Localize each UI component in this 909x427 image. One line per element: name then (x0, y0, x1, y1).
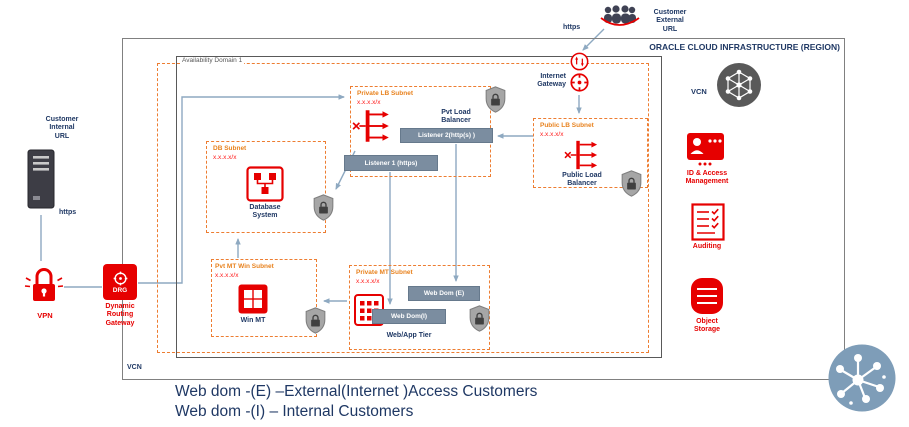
region-title: ORACLE CLOUD INFRASTRUCTURE (REGION) (649, 42, 840, 52)
caption-web-dom-internal: Web dom -(I) – Internal Customers (175, 403, 414, 420)
server-tower-icon (27, 149, 55, 209)
auditing-label: Auditing (692, 243, 722, 250)
internet-gateway-arrows-icon (570, 52, 589, 71)
public-load-balancer-label: Public Load Balancer (562, 172, 602, 188)
pvt-mt-win-subnet-name: Pvt MT Win Subnet (215, 263, 274, 270)
caption-web-dom-external: Web dom -(E) –External(Internet )Access … (175, 383, 538, 400)
private-load-balancer-icon (351, 107, 393, 145)
listener2-node: Listener 2(http(s) ) (400, 128, 493, 143)
drg-compass-icon (113, 271, 127, 285)
shield-lock-icon (305, 307, 326, 334)
public-lb-subnet-box (533, 118, 648, 188)
availability-domain-boundary (157, 63, 649, 353)
drg-short-label: DRG (112, 286, 128, 294)
customer-internal-url-label: Customer Internal URL (45, 116, 79, 140)
drg-node: DRG (103, 264, 137, 300)
private-mt-subnet-box (349, 265, 490, 350)
database-system-icon (246, 166, 284, 202)
private-mt-subnet-cidr: x.x.x.x/x (356, 278, 380, 285)
https-external-label: https (563, 24, 581, 31)
vcn-boundary (176, 56, 662, 358)
listener1-node: Listener 1 (https) (344, 155, 438, 171)
web-dom-e-node: Web Dom (E) (408, 286, 480, 301)
public-lb-subnet-cidr: x.x.x.x/x (540, 131, 564, 138)
vcn-corner-label: VCN (127, 364, 142, 371)
pvt-mt-win-subnet-cidr: x.x.x.x/x (215, 272, 239, 279)
customer-group-icon (600, 5, 640, 26)
web-app-tier-label: Web/App Tier (386, 332, 432, 339)
availability-domain-label: Availability Domain 1 (180, 57, 245, 64)
pvt-mt-win-subnet-box (211, 259, 317, 337)
https-internal-label: https (59, 209, 77, 216)
vcn-badge-label: VCN (691, 87, 707, 96)
vpn-lock-icon (24, 268, 64, 301)
private-lb-subnet-name: Private LB Subnet (357, 90, 413, 97)
pvt-load-balancer-label: Pvt Load Balancer (441, 109, 471, 125)
win-mt-icon (238, 284, 268, 314)
shield-lock-icon (621, 170, 642, 197)
win-mt-label: Win MT (240, 317, 266, 324)
customer-external-url-label: Customer External URL (653, 9, 687, 33)
db-subnet-box (206, 141, 326, 233)
db-subnet-cidr: x.x.x.x/x (213, 154, 237, 161)
internet-gateway-icon (570, 73, 589, 92)
vpn-label: VPN (37, 311, 53, 320)
auditing-icon (691, 203, 725, 241)
public-load-balancer-icon (561, 138, 603, 172)
id-access-management-label: ID & Access Management (685, 170, 729, 186)
private-mt-subnet-name: Private MT Subnet (356, 269, 413, 276)
network-hub-icon (828, 344, 896, 412)
private-lb-subnet-cidr: x.x.x.x/x (357, 99, 381, 106)
shield-lock-icon (313, 194, 334, 221)
internet-gateway-label: Internet Gateway (537, 73, 566, 89)
database-system-label: Database System (249, 204, 281, 220)
object-storage-icon (691, 278, 723, 314)
db-subnet-name: DB Subnet (213, 145, 247, 152)
shield-lock-icon (469, 305, 490, 332)
vcn-icon (717, 63, 761, 107)
region-boundary (122, 38, 845, 380)
web-dom-i-node: Web Dom(I) (372, 309, 446, 324)
object-storage-label: Object Storage (693, 318, 721, 334)
drg-label: Dynamic Routing Gateway (105, 303, 135, 327)
public-lb-subnet-name: Public LB Subnet (540, 122, 594, 129)
id-access-management-icon (687, 133, 724, 166)
shield-lock-icon (485, 86, 506, 113)
